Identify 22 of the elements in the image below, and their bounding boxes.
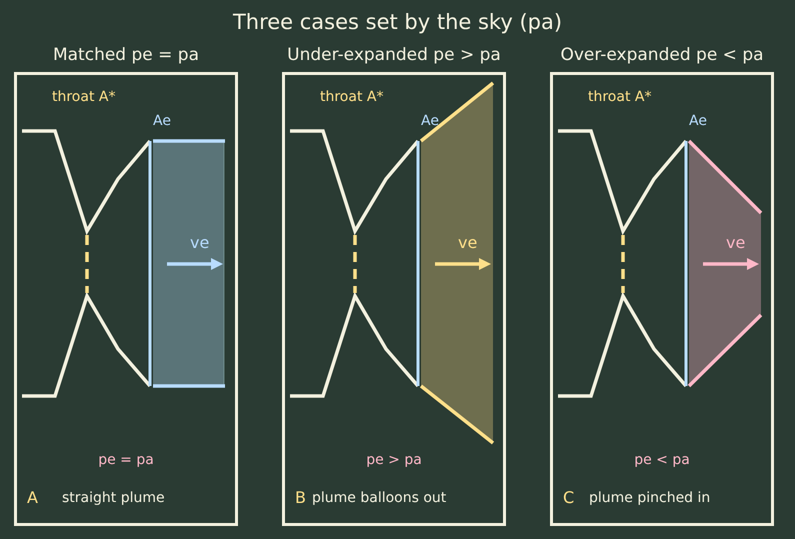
throat-label: throat A* [320, 89, 384, 105]
exit-area-label: Ae [421, 113, 439, 129]
case-letter: A [27, 488, 38, 507]
exit-area-label: Ae [153, 113, 171, 129]
panel-heading: Over-expanded pe < pa [559, 45, 765, 65]
throat-label: throat A* [588, 89, 652, 105]
velocity-label: ve [458, 233, 478, 252]
exit-area-label: Ae [689, 113, 707, 129]
velocity-label: ve [190, 233, 210, 252]
pressure-label: pe = pa [97, 452, 155, 468]
title: Three cases set by the sky (pa) [232, 10, 564, 34]
plume-description: plume pinched in [589, 490, 710, 506]
case-letter: B [295, 488, 306, 507]
panel-heading: Under-expanded pe > pa [286, 45, 502, 65]
plume-description: plume balloons out [312, 490, 446, 506]
case-letter: C [563, 488, 574, 507]
velocity-label: ve [726, 233, 746, 252]
pressure-label: pe > pa [365, 452, 423, 468]
throat-label: throat A* [52, 89, 116, 105]
plume-description: straight plume [62, 490, 165, 506]
pressure-label: pe < pa [633, 452, 691, 468]
panel-heading: Matched pe = pa [52, 45, 200, 65]
